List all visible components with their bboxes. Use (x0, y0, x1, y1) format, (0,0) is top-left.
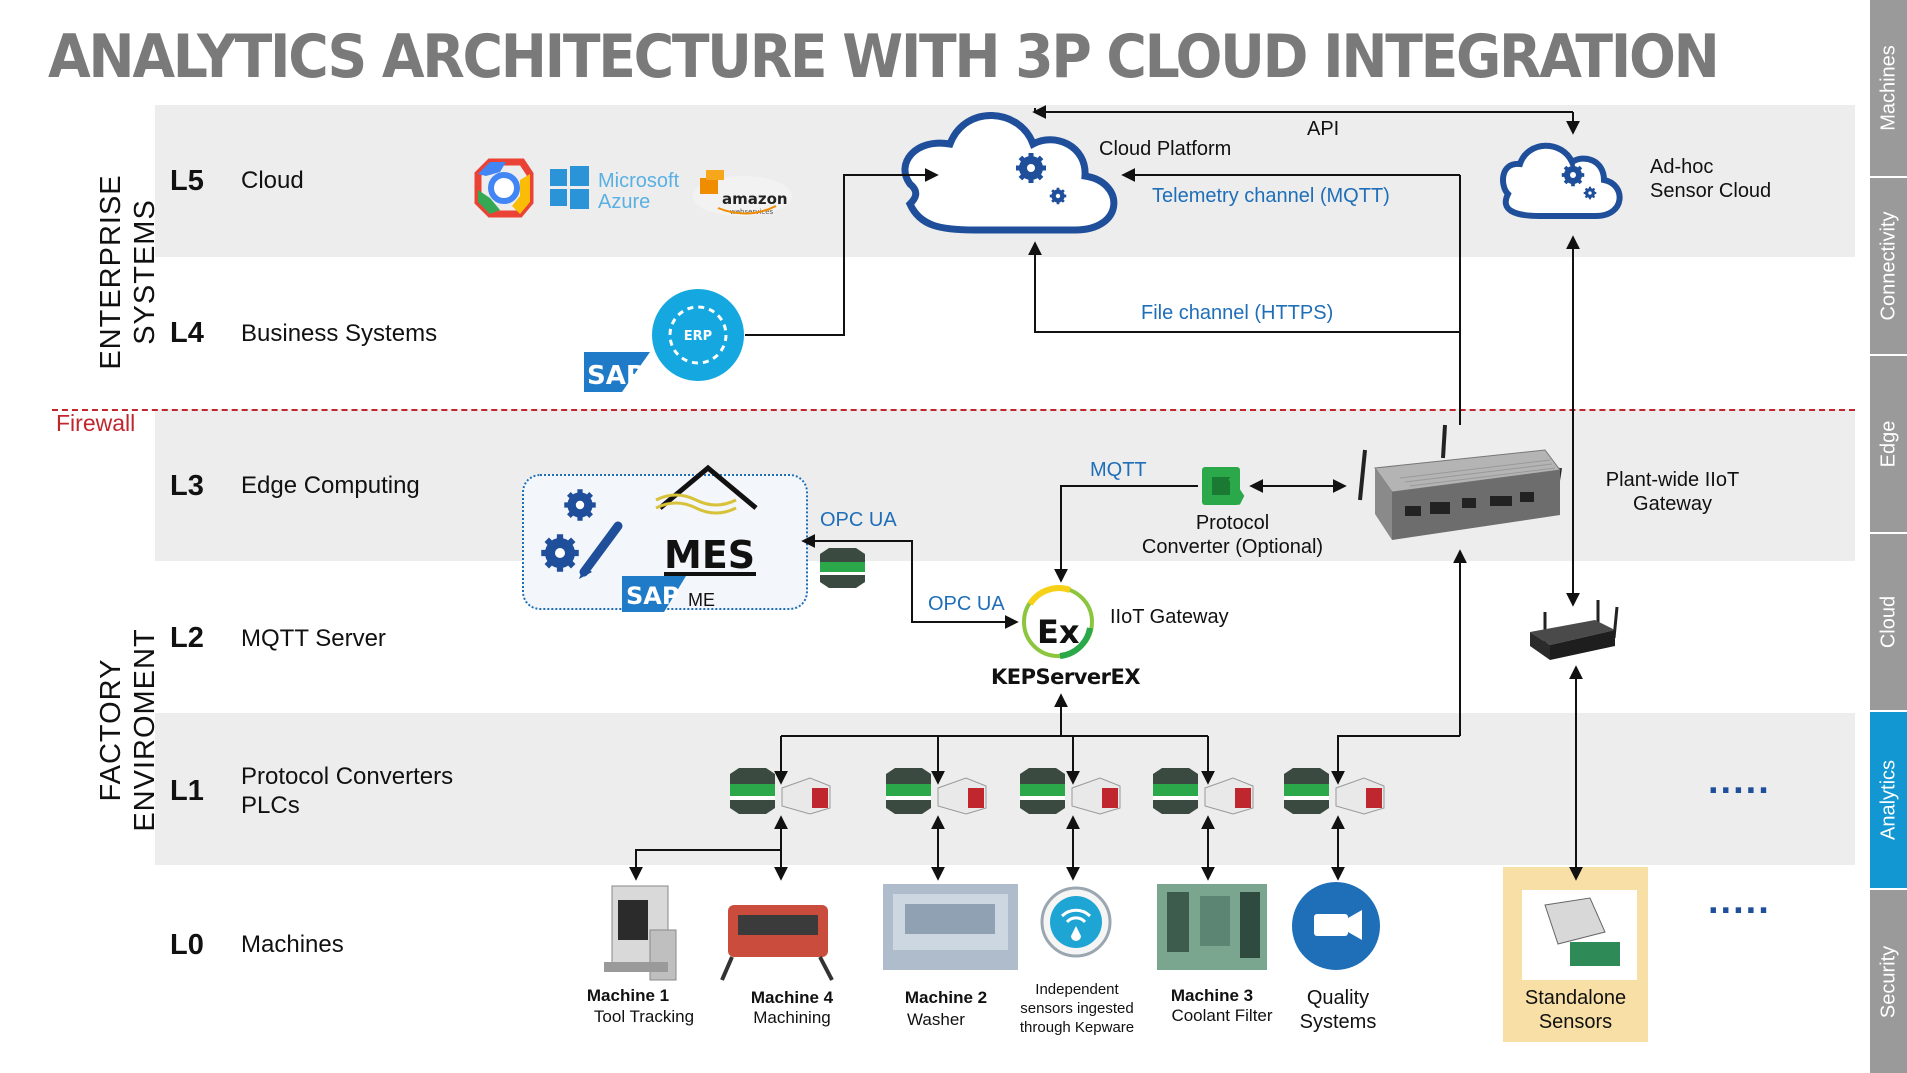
protocol-converter-chip-icon (1202, 467, 1245, 505)
erp-logo-text: ERP (684, 329, 712, 344)
sap-me-logo-text: SAP (626, 582, 679, 610)
google-cloud-logo (474, 158, 534, 218)
mqtt-label: MQTT (1090, 459, 1147, 481)
sap-erp-logo: ERP SAP (584, 289, 744, 392)
machine-1-subtitle: Tool Tracking (593, 1007, 695, 1026)
machine-3-title: Machine 3 (1170, 986, 1254, 1005)
level-name-l0: Machines (241, 931, 344, 958)
level-name-l2: MQTT Server (241, 625, 386, 652)
nav-item-edge[interactable]: Edge (1870, 356, 1907, 532)
machine-4-subtitle: Machining (753, 1008, 831, 1027)
ex-logo-text: Ex (1037, 613, 1080, 651)
converter-3-icon (1019, 767, 1121, 815)
iiot-gateway-label: IIoT Gateway (1110, 606, 1229, 628)
level-code-l1: L1 (170, 775, 204, 807)
machine-2-image (883, 884, 1018, 970)
adhoc-sensor-cloud-label: Ad-hoc Sensor Cloud (1650, 156, 1772, 202)
azure-logo-line1: Microsoft (598, 170, 680, 192)
level-name-l3: Edge Computing (241, 472, 420, 499)
cloud-platform-icon (901, 112, 1118, 234)
nav-item-connectivity[interactable]: Connectivity (1870, 178, 1907, 354)
aws-logo: amazon webservices (692, 170, 792, 216)
opcua-bottom-label: OPC UA (928, 593, 1005, 615)
wireless-sensor-icon (1040, 886, 1112, 958)
cloud-platform-label: Cloud Platform (1099, 138, 1232, 160)
nav-item-cloud[interactable]: Cloud (1870, 534, 1907, 710)
sensor-gateway-device-icon (1530, 600, 1619, 660)
machine-3-subtitle: Coolant Filter (1171, 1006, 1273, 1025)
azure-logo: Microsoft Azure (550, 166, 680, 213)
level-name-l5: Cloud (241, 167, 304, 194)
mes-logo-text: MES (664, 533, 755, 577)
converter-2-icon (885, 767, 987, 815)
connectors (629, 105, 1583, 881)
machine-1-image (604, 885, 677, 981)
api-label: API (1307, 118, 1340, 140)
adhoc-sensor-cloud-icon (1500, 142, 1623, 219)
opcua-top-label: OPC UA (820, 509, 897, 531)
sap-logo-text: SAP (587, 361, 645, 391)
machine-3-image (1157, 884, 1267, 970)
nav-item-analytics[interactable]: Analytics (1870, 712, 1907, 888)
camera-icon (1292, 882, 1380, 970)
sap-me-logo: SAP ME (622, 576, 715, 612)
mes-logo: MES (655, 464, 758, 577)
level-code-l5: L5 (170, 165, 204, 197)
level-name-l1: Protocol Converters PLCs (241, 763, 454, 819)
more-converters-indicator: ..... (1708, 760, 1771, 802)
machine-2-title: Machine 2 (904, 988, 988, 1007)
nav-item-security[interactable]: Security (1870, 890, 1907, 1073)
independent-sensors-label: Independent sensors ingested through Kep… (1019, 981, 1135, 1036)
standalone-sensors-label: Standalone Sensors (1524, 987, 1627, 1033)
aws-logo-line1: amazon (722, 190, 788, 208)
level-code-l4: L4 (170, 317, 204, 349)
converter-5-icon (1283, 767, 1385, 815)
plant-gateway-label: Plant-wide IIoT Gateway (1605, 469, 1740, 515)
me-logo-text: ME (688, 590, 715, 610)
quality-systems-label: Quality Systems (1299, 987, 1377, 1033)
file-channel-label: File channel (HTTPS) (1141, 302, 1334, 324)
level-code-l2: L2 (170, 622, 204, 654)
kepserver-logo-text: KEPServerEX (991, 665, 1140, 689)
plant-gateway-device-icon (1358, 424, 1562, 540)
level-name-l4: Business Systems (241, 320, 438, 347)
machine-4-image (720, 905, 834, 981)
settings-gears-icon (541, 489, 623, 579)
machine-1-title: Machine 1 (586, 986, 670, 1005)
level-code-l0: L0 (170, 929, 204, 961)
kepserverex-logo: Ex KEPServerEX (991, 585, 1141, 689)
protocol-converter-label: Protocol Converter (Optional) (1141, 512, 1324, 558)
telemetry-channel-label: Telemetry channel (MQTT) (1152, 185, 1390, 207)
machine-4-title: Machine 4 (750, 988, 834, 1007)
more-machines-indicator: ..... (1708, 880, 1771, 922)
firewall-label: Firewall (56, 410, 136, 436)
converter-4-icon (1152, 767, 1254, 815)
right-nav: Machines Connectivity Edge Cloud Analyti… (1870, 0, 1907, 1073)
page-title: ANALYTICS ARCHITECTURE WITH 3P CLOUD INT… (48, 22, 1720, 92)
level-code-l3: L3 (170, 470, 204, 502)
azure-logo-line2: Azure (598, 191, 650, 213)
standalone-sensor-image (1522, 890, 1637, 980)
aws-logo-line2: webservices (730, 208, 774, 216)
firewall-line (52, 409, 1855, 411)
opcua-converter-icon (820, 548, 865, 588)
nav-item-machines[interactable]: Machines (1870, 0, 1907, 176)
machine-2-subtitle: Washer (907, 1010, 965, 1029)
